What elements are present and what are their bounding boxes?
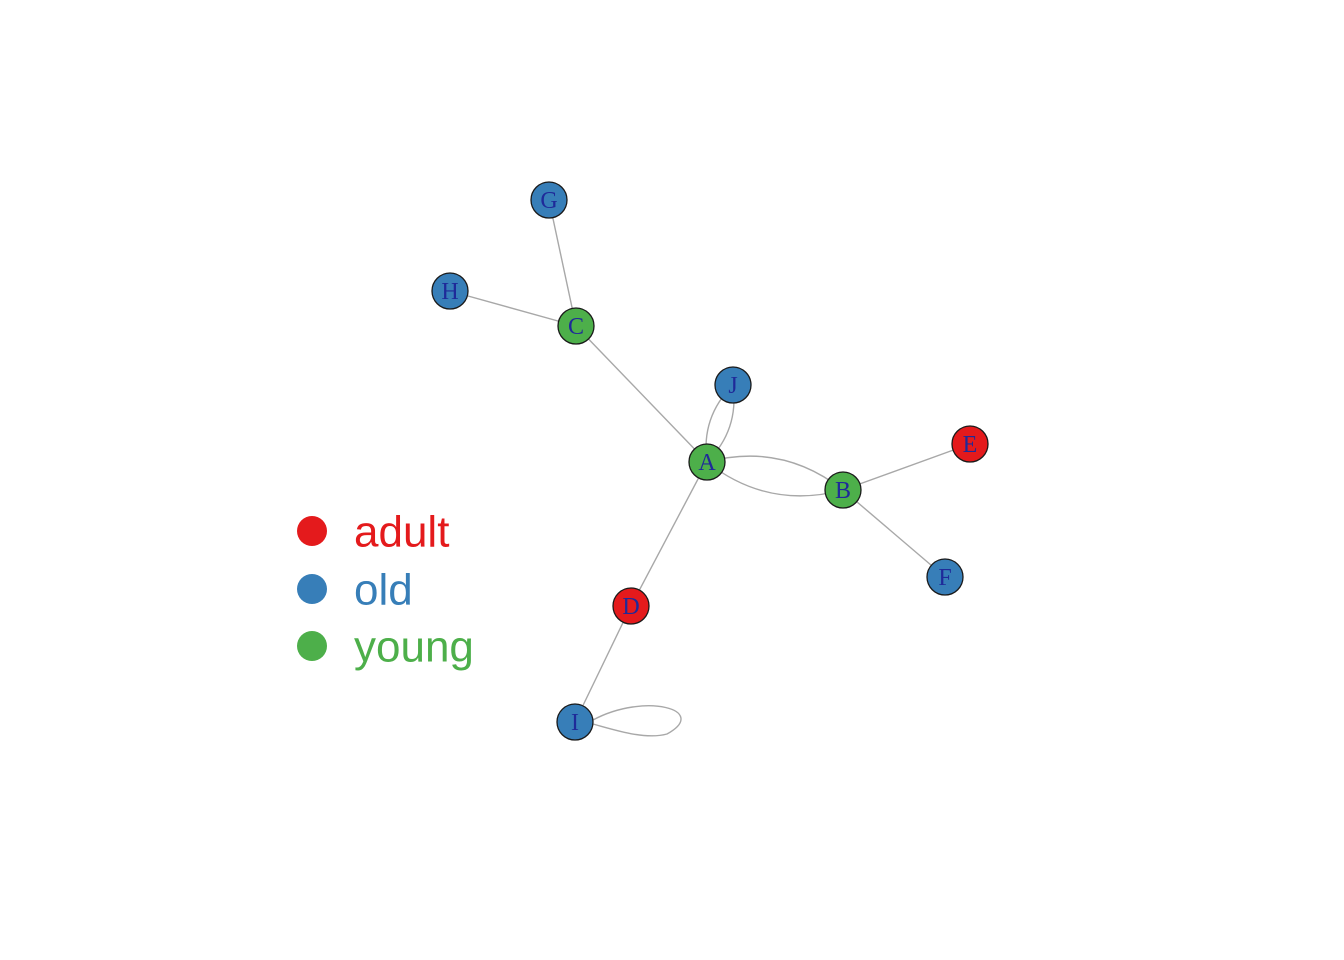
node-B: B — [824, 471, 862, 509]
node-I-label: I — [571, 710, 579, 736]
edge-A-B — [706, 461, 844, 497]
legend-item-old: old — [297, 566, 413, 615]
edge-D-I — [574, 605, 632, 723]
legend-item-adult: adult — [297, 508, 449, 557]
node-H-circle — [431, 272, 469, 310]
edge-B-E — [842, 443, 971, 491]
node-E: E — [951, 425, 989, 463]
node-D-circle — [612, 587, 650, 625]
edge-C-A — [575, 325, 708, 463]
edge-I-I — [592, 705, 682, 737]
node-F: F — [926, 558, 964, 596]
node-H-label: H — [441, 279, 458, 305]
legend-label-old: old — [354, 566, 413, 615]
node-J-circle — [714, 366, 752, 404]
legend-label-adult: adult — [354, 508, 449, 557]
node-A-label: A — [698, 450, 716, 476]
edge-A-D — [630, 461, 708, 607]
node-A-circle — [688, 443, 726, 481]
node-F-circle — [926, 558, 964, 596]
legend: adult old young — [297, 508, 474, 672]
node-I: I — [556, 703, 594, 741]
legend-item-young: young — [297, 623, 474, 672]
node-G-label: G — [540, 188, 557, 214]
legend-marker-old — [297, 574, 327, 604]
node-D: D — [612, 587, 650, 625]
legend-marker-young — [297, 631, 327, 661]
node-G: G — [530, 181, 568, 219]
node-B-label: B — [835, 478, 851, 504]
nodes-layer: A B C D E F G H I J — [431, 181, 989, 741]
node-H: H — [431, 272, 469, 310]
node-C: C — [557, 307, 595, 345]
node-A: A — [688, 443, 726, 481]
node-B-circle — [824, 471, 862, 509]
edge-G-C — [548, 199, 577, 327]
node-D-label: D — [622, 594, 639, 620]
node-C-circle — [557, 307, 595, 345]
node-J-label: J — [728, 373, 737, 399]
node-C-label: C — [568, 314, 584, 340]
edge-B-F — [842, 489, 946, 578]
node-J: J — [714, 366, 752, 404]
node-E-label: E — [963, 432, 978, 458]
node-I-circle — [556, 703, 594, 741]
node-E-circle — [951, 425, 989, 463]
edge-B-A — [706, 455, 844, 491]
node-F-label: F — [938, 565, 951, 591]
edge-H-C — [449, 290, 577, 327]
legend-label-young: young — [354, 623, 474, 672]
node-G-circle — [530, 181, 568, 219]
legend-marker-adult — [297, 516, 327, 546]
